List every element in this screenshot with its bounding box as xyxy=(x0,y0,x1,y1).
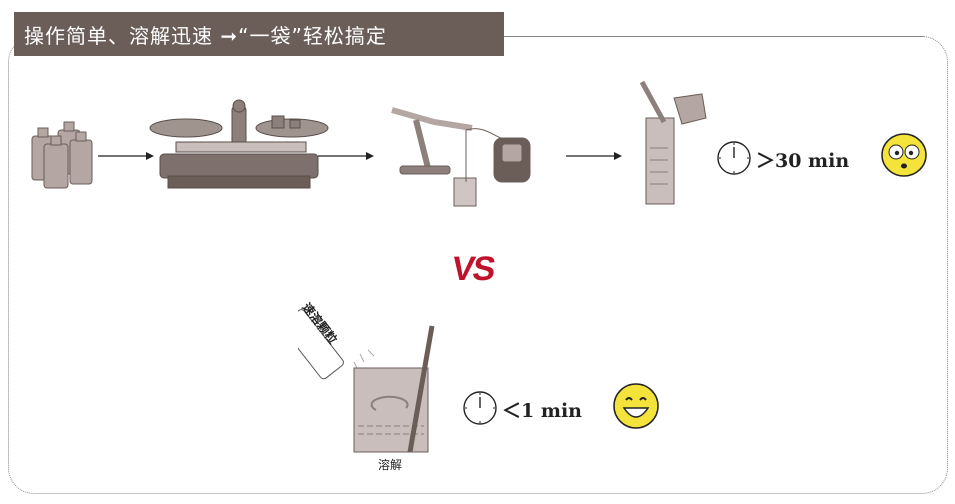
balance-scale-icon xyxy=(149,99,329,189)
lab-stand-stirrer-icon xyxy=(391,107,531,207)
arrow-icon-2 xyxy=(318,152,374,160)
bottles-icon xyxy=(31,121,93,189)
worried-face-icon xyxy=(881,133,927,177)
graduated-cylinder-icon xyxy=(639,80,707,205)
beaker-dissolve-icon xyxy=(298,309,435,453)
clock-icon xyxy=(717,141,751,175)
time-label-fast: ＜1 min xyxy=(502,400,582,422)
clock-icon xyxy=(463,391,497,425)
banner-title: 操作简单、溶解迅速 ➞“一袋”轻松搞定 xyxy=(14,12,504,56)
dissolve-caption: 溶解 xyxy=(378,458,403,472)
time-label-slow: ＞30 min xyxy=(756,150,850,172)
arrow-icon-3 xyxy=(566,152,622,160)
vs-label: VS xyxy=(449,250,497,288)
arrow-icon-1 xyxy=(98,152,154,160)
divider-line xyxy=(504,36,924,37)
happy-face-icon xyxy=(613,383,659,429)
